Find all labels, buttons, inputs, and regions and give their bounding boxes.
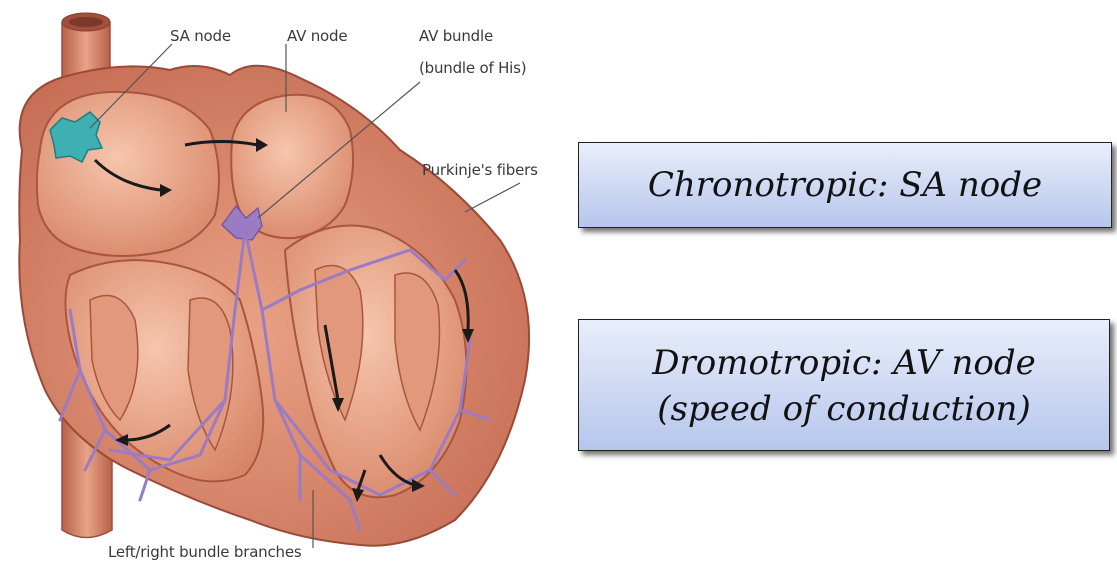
dromotropic-subtitle: (speed of conduction) [579, 386, 1109, 432]
heart-conduction-illustration [0, 0, 590, 569]
chronotropic-box: Chronotropic: SA node [578, 142, 1112, 228]
label-av-bundle: AV bundle [419, 27, 493, 46]
label-av-node: AV node [287, 27, 347, 46]
dromotropic-box: Dromotropic: AV node (speed of conductio… [578, 319, 1110, 451]
chronotropic-text: Chronotropic: SA node [579, 143, 1111, 227]
label-bundle-of-his: (bundle of His) [419, 59, 526, 78]
dromotropic-title: Dromotropic: AV node [579, 340, 1109, 386]
right-atrium [37, 92, 219, 256]
label-sa-node: SA node [170, 27, 231, 46]
label-bundle-branches: Left/right bundle branches [108, 543, 302, 562]
label-purkinje-fibers: Purkinje's fibers [422, 161, 538, 180]
